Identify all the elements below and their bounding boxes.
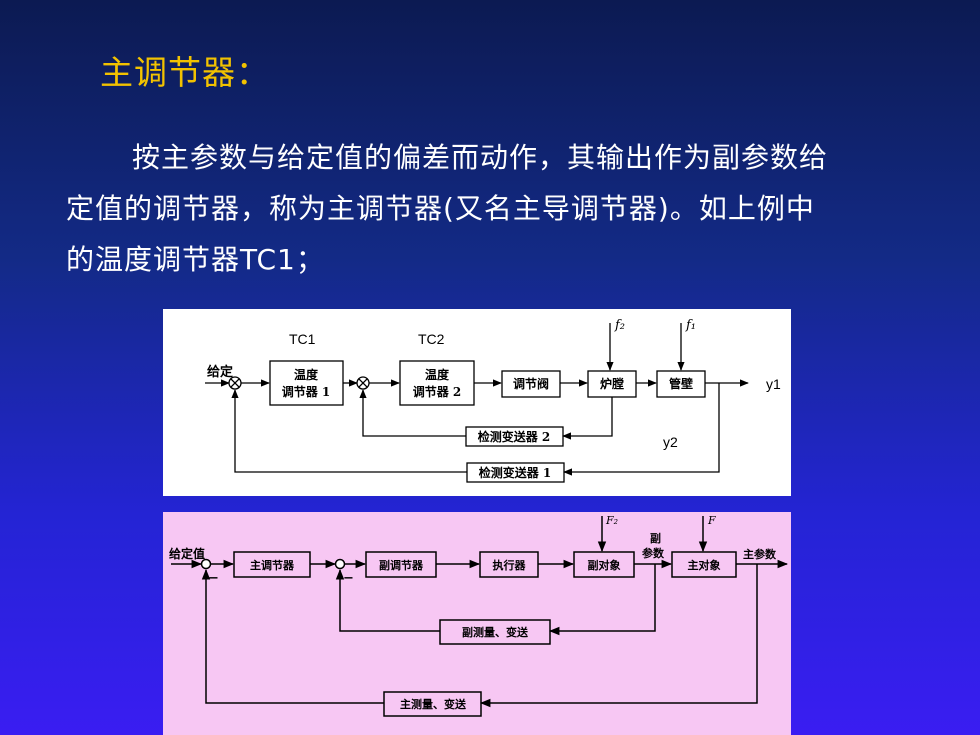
summing-junction-sub xyxy=(334,558,346,570)
control-valve-label: 调节阀 xyxy=(513,376,549,391)
actuator-label: 执行器 xyxy=(493,558,527,572)
minus-sign-1: − xyxy=(208,571,219,586)
paragraph-line-2: 定值的调节器，称为主调节器(又名主导调节器)。如上例中 xyxy=(66,192,815,225)
furnace-label: 炉膛 xyxy=(600,376,624,391)
summing-junction-main xyxy=(200,558,212,570)
output-y2: y2 xyxy=(663,434,678,450)
sub-measure-block xyxy=(439,619,551,645)
temp-controller-2-line1: 温度 xyxy=(425,367,450,382)
paragraph-line-3: 的温度调节器TC1； xyxy=(66,243,325,276)
main-param-label: 主参数 xyxy=(743,547,777,561)
output-y1: y1 xyxy=(766,376,781,392)
control-valve-block xyxy=(501,370,561,398)
disturbance-f: F xyxy=(707,514,716,527)
minus-sign-2: − xyxy=(343,571,354,586)
sub-param-line1: 副 xyxy=(650,531,661,545)
sub-controller-label: 副调节器 xyxy=(379,558,424,572)
disturbance-f2: f₂ xyxy=(614,318,625,333)
label-tc1: TC1 xyxy=(289,331,316,347)
label-tc2: TC2 xyxy=(418,331,445,347)
transmitter-2-label: 检测变送器 2 xyxy=(478,429,551,444)
sub-param-line2: 参数 xyxy=(642,546,665,560)
input-label: 给定 xyxy=(207,364,233,380)
sub-object-label: 副对象 xyxy=(588,558,621,572)
temp-controller-1-line2: 调节器 1 xyxy=(282,384,331,399)
main-controller-label: 主调节器 xyxy=(250,558,295,572)
input-label: 给定值 xyxy=(169,546,205,561)
main-object-label: 主对象 xyxy=(688,558,721,572)
paragraph-line-1: 按主参数与给定值的偏差而动作，其输出作为副参数给 xyxy=(132,141,829,174)
slide-paragraph: 按主参数与给定值的偏差而动作，其输出作为副参数给 定值的调节器，称为主调节器(又… xyxy=(66,132,926,285)
sub-measure-label: 副测量、变送 xyxy=(462,625,529,639)
disturbance-f2: F₂ xyxy=(605,514,618,527)
main-measure-block xyxy=(383,691,482,717)
temp-controller-1-line1: 温度 xyxy=(294,367,319,382)
cascade-diagram-2: 给定值 主调节器 副调节器 执行器 副对象 主对象 副测量、变送 主测量、变送 … xyxy=(163,512,791,735)
main-measure-label: 主测量、变送 xyxy=(400,697,467,711)
cascade-diagram-1: TC1 TC2 给定 温度 调节器 1 温度 调节器 2 调节阀 炉膛 管壁 检… xyxy=(163,309,791,496)
temp-controller-2-line2: 调节器 2 xyxy=(413,384,462,399)
disturbance-f1: f₁ xyxy=(685,318,696,333)
tube-wall-label: 管壁 xyxy=(669,376,693,391)
slide-title: 主调节器： xyxy=(100,53,270,92)
transmitter-1-label: 检测变送器 1 xyxy=(479,465,552,480)
tube-wall-block xyxy=(656,370,706,398)
